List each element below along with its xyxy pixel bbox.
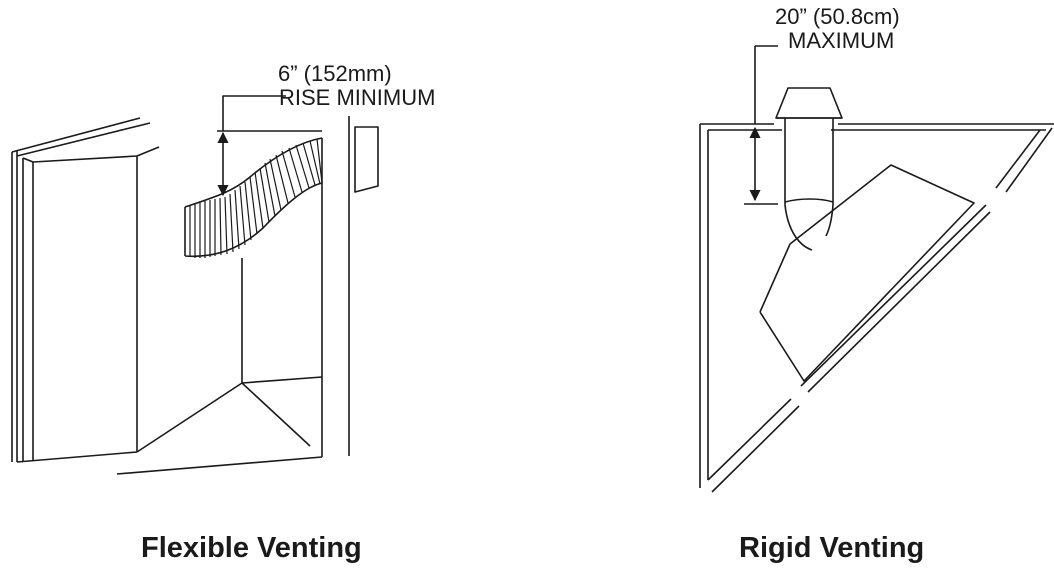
rigid-maximum-label-line1: 20” (50.8cm) [775, 4, 900, 29]
flexible-rise-label-line1: 6” (152mm) [278, 61, 392, 86]
corner-cabinet [699, 123, 1054, 493]
maximum-dimension [744, 45, 778, 205]
flexible-venting-caption: Flexible Venting [141, 532, 362, 564]
rigid-venting-illustration [699, 45, 1054, 493]
rigid-maximum-label-line2: MAXIMUM [788, 28, 895, 53]
flexible-rise-label-line2: RISE MINIMUM [279, 85, 436, 110]
flexible-duct [184, 137, 323, 258]
wall [348, 116, 379, 456]
rise-dimension [217, 95, 322, 197]
rigid-venting-caption: Rigid Venting [739, 532, 925, 564]
dryer-body [759, 164, 975, 382]
flexible-venting-illustration [11, 95, 379, 475]
rigid-duct [775, 87, 843, 251]
dryer-cabinet [11, 117, 323, 475]
